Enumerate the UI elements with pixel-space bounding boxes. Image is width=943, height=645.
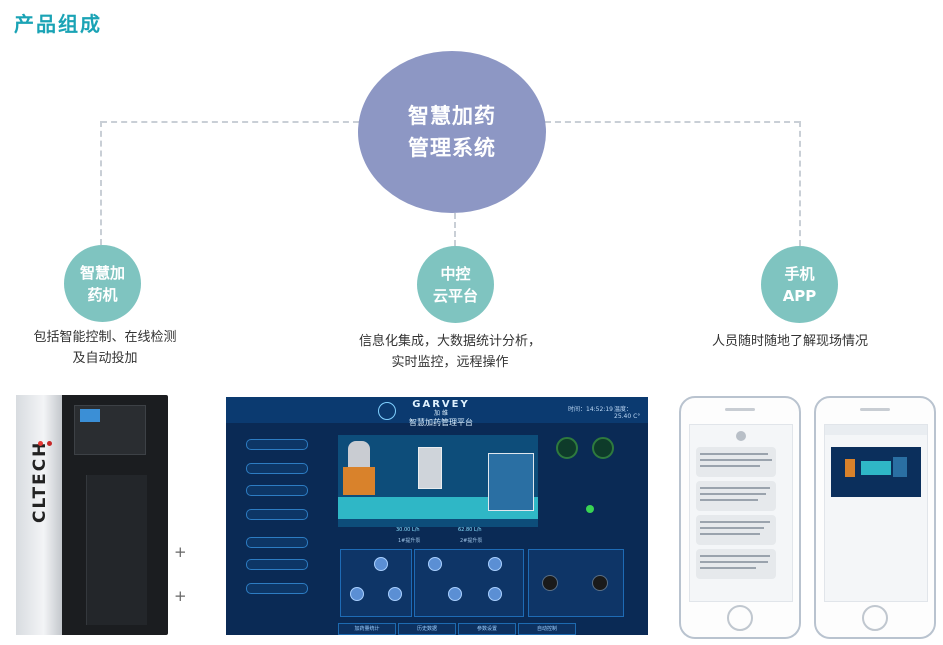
node-mobile-app: 手机 APP [761,246,838,323]
caption-cloud-platform-line2: 实时监控，远程操作 [391,355,509,370]
dashboard-tab: 自动控制 [518,623,576,635]
pump-icon [428,557,442,571]
caption-mobile-app: 人员随时随地了解现场情况 [690,331,890,352]
selector-knob [542,575,558,591]
center-node-line1: 智慧加药 [408,104,496,128]
node-dosing-machine-line1: 智慧加 [79,263,125,282]
dashboard-tab: 历史数据 [398,623,456,635]
center-node-system: 智慧加药 管理系统 [358,51,546,213]
machine-side-panel [16,395,62,635]
caption-dosing-machine-line2: 及自动投加 [72,351,138,366]
dashboard-tab: 参数设置 [458,623,516,635]
caption-mobile-app-line1: 人员随时随地了解现场情况 [711,334,868,349]
section-heading: 产品组成 [14,12,102,36]
node-cloud-platform: 中控 云平台 [417,246,494,323]
connector-line-right-drop [799,121,801,246]
node-cloud-platform-line2: 云平台 [432,286,478,305]
node-dosing-machine-line2: 药机 [87,285,118,304]
metric-pill [246,559,308,570]
pump-icon [374,557,388,571]
avatar-icon [736,431,746,441]
dosing-machine-image: CLTECH + + [16,395,187,635]
connector-line-left-drop [100,121,102,245]
caption-cloud-platform-line1: 信息化集成，大数据统计分析， [358,334,541,349]
message-bubble [696,515,776,545]
metric-pill [246,583,308,594]
message-bubble [696,549,776,579]
metric-pill [246,537,308,548]
phone-app-image [814,396,936,639]
machine-led-red [38,441,43,446]
phone-messages-image [679,396,801,639]
pump-icon [488,557,502,571]
caption-cloud-platform: 信息化集成，大数据统计分析， 实时监控，远程操作 [330,331,570,373]
platform-dashboard-image: GARVEY 加 维 智慧加药管理平台 时间：14:52:19 温度：25.40… [226,397,648,635]
phone-speaker [860,408,890,411]
machine-led-red-2 [47,441,52,446]
phone-speaker [725,408,755,411]
pump-label-b: 2#提升泵 [460,538,483,544]
pump-icon [350,587,364,601]
phone-screen [689,424,793,602]
connector-line-horizontal-right [545,121,800,123]
node-cloud-platform-line1: 中控 [440,264,471,283]
dashboard-logo-icon [378,402,396,420]
machine-screen [80,409,100,422]
dashboard-header-bar [226,397,648,423]
status-ring [556,437,578,459]
dashboard-temp: 温度：25.40 C° [614,406,641,420]
node-dosing-machine: 智慧加 药机 [64,245,141,322]
dosing-cabinet-icon [418,447,442,489]
machine-door [86,475,147,625]
machine-brand-logo: CLTECH [30,440,50,523]
connector-line-center-drop [454,213,456,246]
node-mobile-app-line1: 手机 [784,264,815,283]
home-button-icon [727,605,753,631]
phone-screen [824,424,928,602]
pump-icon [388,587,402,601]
pipe-fitting-icon: + [174,587,187,605]
metric-pill [246,439,308,450]
message-bubble [696,481,776,511]
flow-value-a: 30.00 L/h [396,527,420,533]
dashboard-brand: GARVEY [412,399,470,410]
metric-pill [246,463,308,474]
home-button-icon [862,605,888,631]
message-bubble [696,447,776,477]
connector-line-horizontal-left [101,121,359,123]
pipe-fitting-icon: + [174,543,187,561]
dashboard-time: 时间：14:52:19 [568,406,613,413]
selector-knob [592,575,608,591]
dashboard-title: GARVEY 加 维 智慧加药管理平台 [366,399,516,428]
control-box [340,549,412,617]
pump-label-a: 1#提升泵 [398,538,421,544]
pump-icon [488,587,502,601]
caption-dosing-machine-line1: 包括智能控制、在线检测 [33,330,177,345]
app-top-bar [825,425,927,435]
metric-pill [246,485,308,496]
dashboard-tab: 加药量统计 [338,623,396,635]
online-status-dot [586,505,594,513]
center-node-line2: 管理系统 [408,136,496,160]
metric-pill [246,509,308,520]
app-dashboard-preview [831,447,921,497]
node-mobile-app-line2: APP [782,286,817,305]
status-ring [592,437,614,459]
chemical-tank-icon [343,467,375,495]
water-pool-icon [488,453,534,511]
dashboard-platform-name: 智慧加药管理平台 [409,418,473,427]
caption-dosing-machine: 包括智能控制、在线检测 及自动投加 [0,327,210,369]
pump-icon [448,587,462,601]
dashboard-brand-sub: 加 维 [434,410,448,417]
flow-value-b: 62.80 L/h [458,527,482,533]
